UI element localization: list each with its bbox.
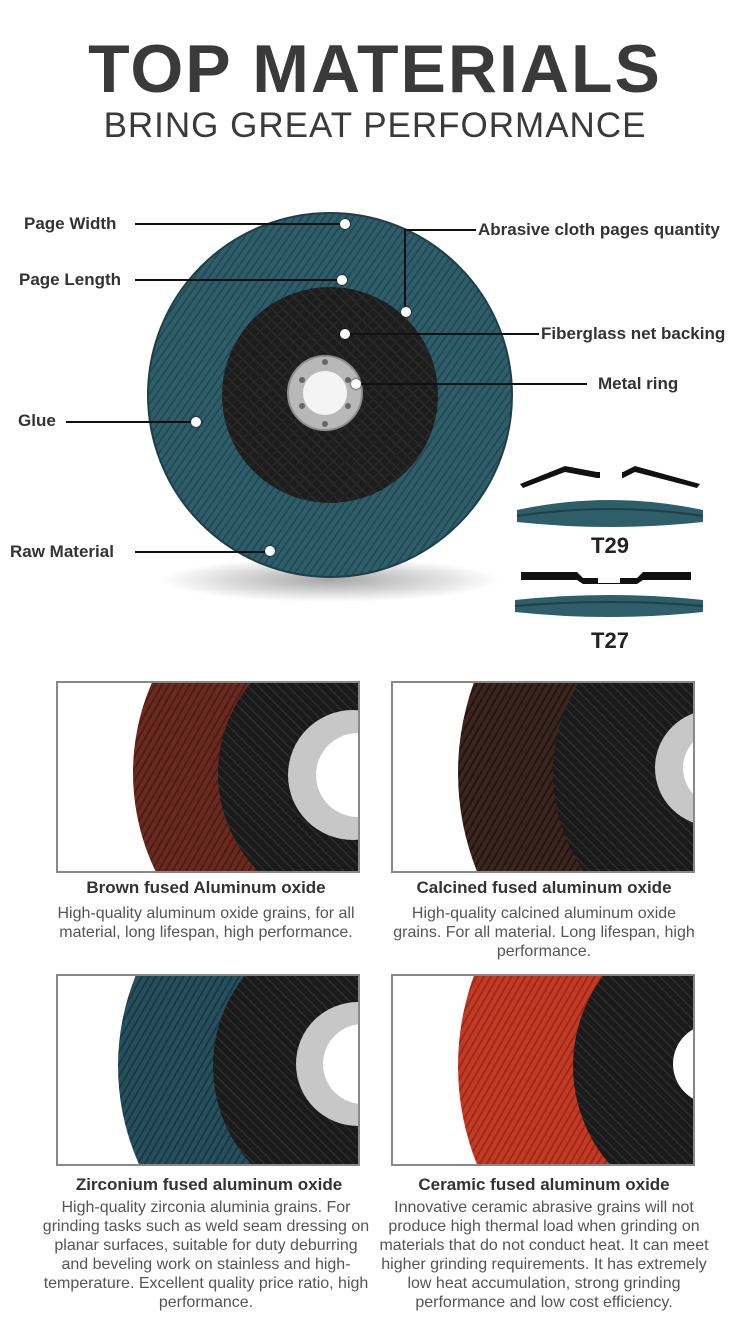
callout-dot — [340, 219, 350, 229]
callout-glue: Glue — [18, 411, 56, 430]
material-image-zirconium — [56, 974, 360, 1166]
callout-line — [406, 229, 476, 231]
callout-dot — [340, 329, 350, 339]
material-description: High-quality aluminum oxide grains, for … — [57, 905, 355, 941]
flap-disc-diagram — [147, 212, 513, 602]
callout-raw-material: Raw Material — [10, 542, 114, 561]
t27-profile — [514, 572, 704, 617]
material-description: Innovative ceramic abrasive grains will … — [379, 1199, 709, 1311]
material-image-brown — [56, 681, 360, 873]
callout-page-width: Page Width — [24, 214, 117, 233]
material-image-calcined — [391, 681, 695, 873]
material-description: High-quality zirconia aluminia grains. F… — [42, 1199, 370, 1311]
callout-line — [135, 223, 341, 225]
t29-profile — [516, 466, 704, 527]
callout-line-vertical — [404, 229, 406, 311]
type-t29-label: T29 — [591, 533, 629, 558]
type-t27-label: T27 — [591, 628, 629, 653]
callout-dot — [401, 307, 411, 317]
callout-dot — [337, 275, 347, 285]
material-image-ceramic — [391, 974, 695, 1166]
disc-illustration — [118, 976, 358, 1164]
page-title: TOP MATERIALS — [88, 31, 662, 107]
callout-line — [135, 551, 266, 553]
page-subtitle: BRING GREAT PERFORMANCE — [103, 106, 647, 145]
material-description: High-quality calcined aluminum oxide gra… — [393, 905, 695, 960]
disc-illustration — [458, 683, 693, 871]
callout-fiberglass: Fiberglass net backing — [541, 324, 726, 343]
callout-dot — [351, 379, 361, 389]
callout-dot — [191, 417, 201, 427]
callout-line — [66, 421, 193, 423]
callout-line — [349, 333, 539, 335]
material-title: Calcined fused aluminum oxide — [416, 878, 672, 897]
disc-illustration — [458, 976, 693, 1164]
callout-line — [358, 383, 587, 385]
material-title: Brown fused Aluminum oxide — [86, 878, 326, 897]
callout-dot — [265, 546, 275, 556]
callout-abrasive-quantity: Abrasive cloth pages quantity — [478, 220, 720, 239]
material-title: Ceramic fused aluminum oxide — [418, 1175, 670, 1194]
callout-metal-ring: Metal ring — [598, 374, 679, 393]
callout-page-length: Page Length — [19, 270, 122, 289]
disc-illustration — [133, 683, 358, 871]
callout-line — [135, 279, 338, 281]
material-title: Zirconium fused aluminum oxide — [75, 1175, 343, 1194]
